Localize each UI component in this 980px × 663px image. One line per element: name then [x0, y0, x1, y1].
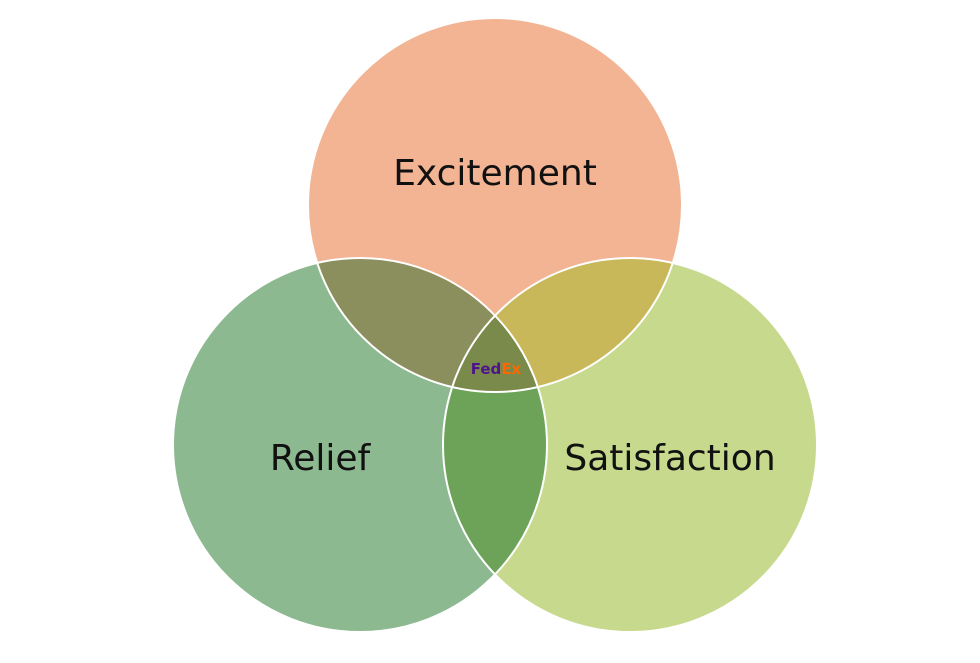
overlap-excitement-relief	[308, 258, 547, 392]
excitement-label: Excitement	[393, 153, 597, 194]
relief-label: Relief	[270, 438, 372, 479]
svg-text:FedEx: FedEx	[471, 360, 522, 378]
logo-fed-text: Fed	[471, 360, 502, 378]
satisfaction-label: Satisfaction	[564, 438, 775, 479]
excitement-outline	[307, 17, 683, 393]
logo-ex-text: Ex	[501, 360, 521, 378]
satisfaction-outline	[442, 257, 818, 633]
overlap-excitement-satisfaction	[443, 258, 682, 392]
relief-outline	[172, 257, 548, 633]
fedex-logo: FedEx	[471, 360, 522, 378]
